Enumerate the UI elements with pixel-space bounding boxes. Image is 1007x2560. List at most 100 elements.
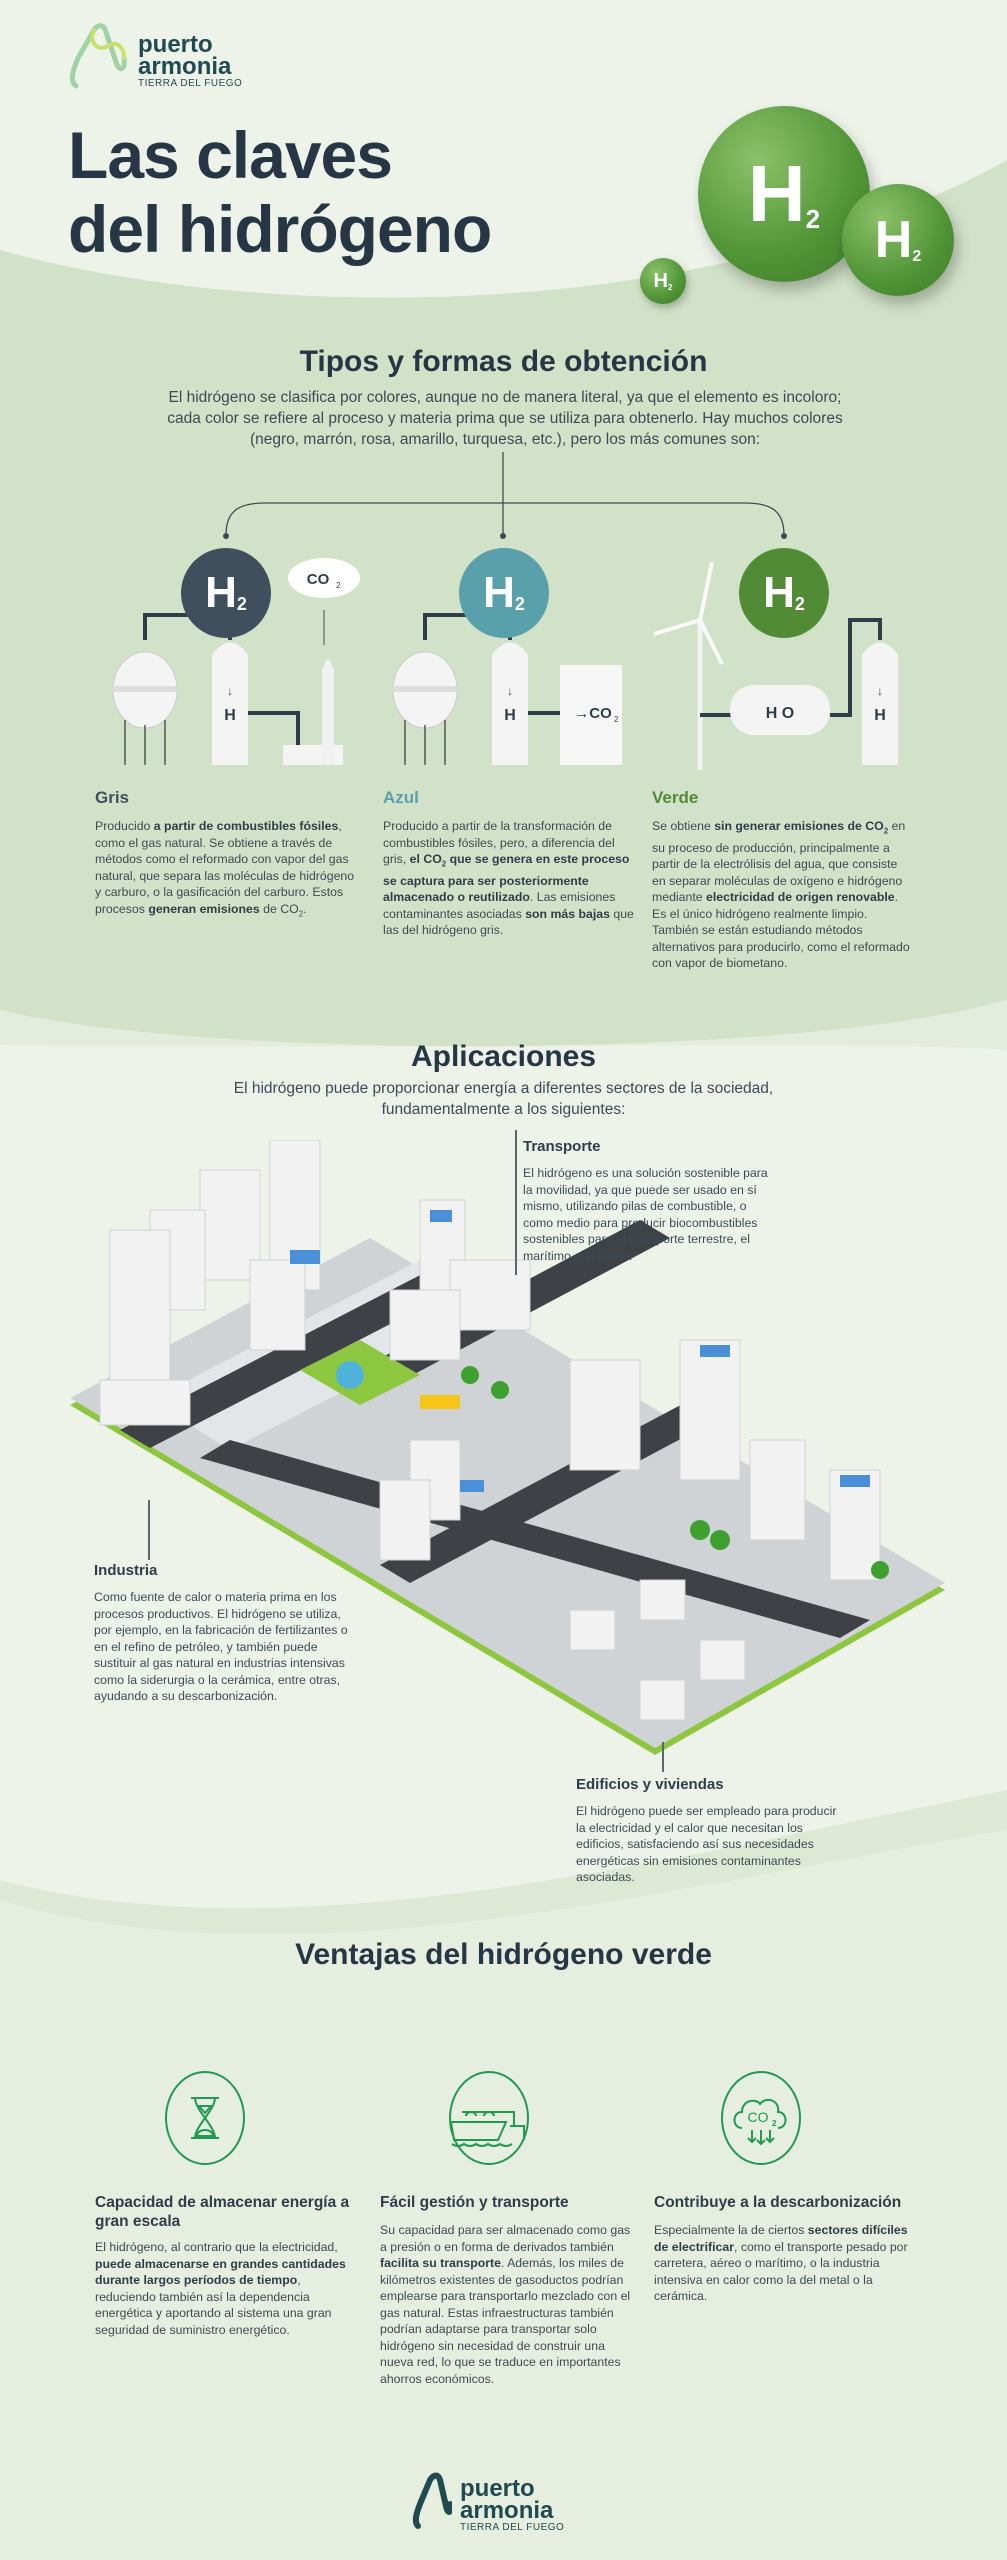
text-segment: . Las emisiones contaminantes asociadas [383,890,616,921]
svg-text:↓: ↓ [227,684,233,698]
footer-logo-line1: puerto [460,2475,535,2502]
aplicacion-industria: Industria Como fuente de calor o materia… [94,1562,359,1705]
ventaja-almacenar: Capacidad de almacenar energía a gran es… [95,2193,360,2338]
ventaja-transporte-title: Fácil gestión y transporte [380,2194,569,2211]
transporte-text: El hidrógeno es una solución sostenible … [523,1166,768,1263]
text-segment: , reduciendo también así la dependencia … [95,2273,332,2337]
text-segment: sin generar emisiones de CO [714,819,884,833]
tipo-gris: Gris Producido a partir de combustibles … [95,788,360,922]
ventajas-title: Ventajas del hidrógeno verde [295,1938,712,1971]
svg-text:↓: ↓ [877,684,883,698]
tipo-verde-title: Verde [652,788,699,807]
svg-text:H O: H O [766,705,794,722]
text-segment: en su proceso de producción, principalme… [652,819,906,905]
text-segment: 2 [883,826,889,836]
text-segment: a partir de combustibles fósiles [153,819,339,833]
text-segment: Se obtiene [652,819,715,833]
svg-text:H: H [874,707,886,724]
svg-text:→CO: →CO [574,705,612,722]
ventaja-transporte: Fácil gestión y transporte Su capacidad … [380,2193,640,2387]
tipo-verde: Verde Se obtiene sin generar emisiones d… [652,788,912,972]
logo-line2: armonia [138,53,232,80]
svg-text:H: H [504,707,516,724]
transporte-title: Transporte [523,1138,601,1155]
svg-text:2: 2 [614,715,619,724]
text-segment: . [303,901,307,916]
logo-tagline: TIERRA DEL FUEGO [138,78,243,89]
co2-icon-label: CO [748,2109,769,2125]
ship-icon [449,2071,529,2165]
edificios-connector [662,1742,664,1772]
industria-title: Industria [94,1562,158,1579]
gris-equipment: H ↓ CO 2 [112,558,360,765]
title-line1: Las claves [68,118,393,192]
text-segment: Especialmente la de ciertos [654,2223,808,2237]
aplicaciones-intro: El hidrógeno puede proporcionar energía … [0,1078,1007,1120]
text-segment: . Además, los miles de kilómetros existe… [380,2256,631,2386]
text-segment: electricidad de origen renovable [706,890,895,905]
text-segment: generan emisiones [148,901,260,916]
tipo-azul: Azul Producido a partir de la transforma… [383,788,638,939]
page-title: Las claves del hidrógeno [68,118,492,266]
transporte-connector [515,1130,517,1275]
industria-connector [148,1500,150,1560]
svg-text:CO: CO [307,571,330,588]
text-segment: que las del hidrógeno gris. [383,906,634,938]
text-segment: , como el transporte pesado por carreter… [654,2239,908,2304]
edificios-text: El hidrógeno puede ser empleado para pro… [576,1804,837,1884]
text-segment: 2 [441,859,447,869]
aplicaciones-intro-line2: fundamentalmente a los siguientes: [381,1101,626,1118]
azul-equipment: H ↓ →CO 2 [392,613,622,765]
ventaja-descarbonizacion: Contribuye a la descarbonización Especia… [654,2193,914,2305]
footer-logo[interactable]: puerto armonia TIERRA DEL FUEGO [412,2470,564,2533]
ventaja-almacenar-text: El hidrógeno, al contrario que la electr… [95,2239,360,2338]
text-segment: Producido a partir de la transformación … [383,819,615,866]
hourglass-icon [165,2071,245,2165]
logo-line1: puerto [138,31,213,58]
tipos-diagram: H ↓ CO 2 H ↓ →CO 2 H O H ↓ [112,452,898,770]
tipo-azul-title: Azul [383,788,419,807]
tipo-gris-text: Producido a partir de combustibles fósil… [95,818,360,922]
text-segment: que se genera en este proceso se captura… [383,852,630,905]
tipos-intro: El hidrógeno se clasifica por colores, a… [167,389,843,448]
text-segment: de CO [259,901,299,916]
aplicaciones-intro-line1: El hidrógeno puede proporcionar energía … [233,1080,774,1097]
text-segment: puede almacenarse en grandes cantidades … [95,2256,346,2288]
text-segment: Su capacidad para ser almacenado como ga… [380,2223,631,2254]
verde-equipment: H O H ↓ [653,561,898,770]
text-segment: . Es el único hidrógeno realmente limpio… [652,890,910,971]
aplicacion-edificios: Edificios y viviendas El hidrógeno puede… [576,1776,841,1886]
text-segment: 2 [298,908,304,918]
ventaja-almacenar-title: Capacidad de almacenar energía a gran es… [95,2194,350,2230]
co2-cloud-icon: CO 2 [721,2071,801,2165]
tipo-gris-title: Gris [95,788,130,807]
tipos-title: Tipos y formas de obtención [299,345,708,378]
footer-logo-tagline: TIERRA DEL FUEGO [460,2522,565,2533]
svg-text:H: H [224,707,236,724]
text-segment: el CO [409,852,442,866]
text-segment: facilita su transporte [380,2256,501,2270]
logo-mark-icon [69,23,127,89]
text-segment: El hidrógeno, al contrario que la electr… [95,2240,338,2254]
ventaja-descarbonizacion-text: Especialmente la de ciertos sectores dif… [654,2222,914,2305]
text-segment: sectores difíciles de electrificar [654,2223,908,2254]
tipo-verde-text: Se obtiene sin generar emisiones de CO2 … [652,818,912,972]
text-segment: Producido [95,819,154,833]
city-illustration [70,1140,945,1755]
tipo-azul-text: Producido a partir de la transformación … [383,818,638,939]
edificios-title: Edificios y viviendas [576,1776,724,1793]
co2-icon-sub: 2 [772,2119,777,2128]
header-logo[interactable]: puerto armonia TIERRA DEL FUEGO [68,22,242,92]
ventaja-descarbonizacion-title: Contribuye a la descarbonización [654,2194,902,2211]
industria-text: Como fuente de calor o materia prima en … [94,1590,348,1703]
text-segment: son más bajas [525,906,610,921]
footer-logo-line2: armonia [460,2497,554,2524]
title-line2: del hidrógeno [68,192,492,266]
svg-text:↓: ↓ [507,684,513,698]
